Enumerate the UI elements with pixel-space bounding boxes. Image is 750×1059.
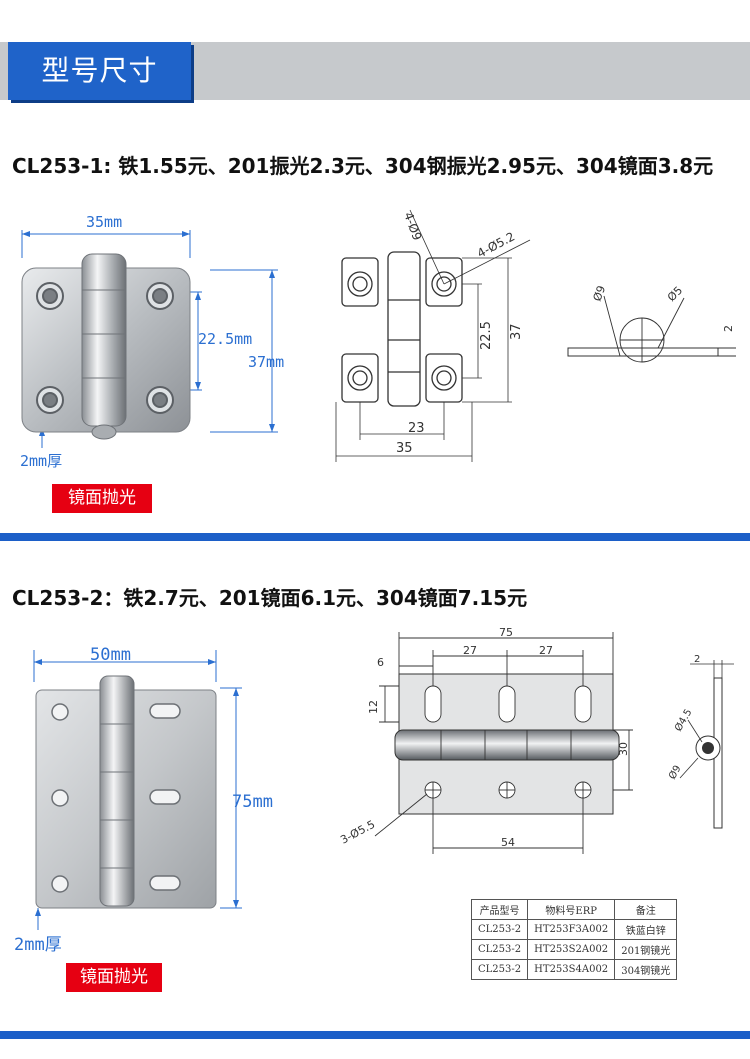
- dim-23: 23: [408, 421, 425, 436]
- table-cell: CL253-2: [470, 919, 529, 940]
- hinge1-drawing: 23 35 22.5 37 4-Ø9 4-Ø5.2: [335, 209, 531, 462]
- table-row: CL253-2 HT253F3A002 铁蓝白锌: [470, 919, 678, 940]
- table-cell: HT253F3A002: [527, 919, 616, 940]
- page-title: 型号尺寸: [41, 54, 158, 87]
- side-t2: 2: [694, 654, 700, 665]
- dim-height: 37mm: [248, 353, 285, 371]
- dim-54: 54: [501, 836, 515, 849]
- dim-22-5: 22.5: [479, 321, 494, 350]
- dim-width-2: 50mm: [90, 645, 131, 665]
- hole-detail: Ø9 Ø5 2: [567, 284, 736, 363]
- table-cell: 201钢镜光: [614, 939, 678, 960]
- dim-35: 35: [396, 441, 413, 456]
- table-cell: 304钢镜光: [614, 959, 678, 980]
- section2-title: CL253-2：铁2.7元、201镜面6.1元、304镜面7.15元: [12, 586, 528, 610]
- table-header: 备注: [614, 899, 678, 920]
- hinge2-photo: [33, 650, 242, 930]
- dim-holes-b: 4-Ø5.2: [475, 229, 517, 260]
- table-cell: CL253-2: [470, 959, 529, 980]
- dim-27b: 27: [539, 644, 553, 657]
- dim-12: 12: [367, 700, 380, 714]
- table-cell: 铁蓝白锌: [614, 919, 678, 940]
- hinge2-side-view: 2 Ø4.5 Ø9: [666, 654, 734, 829]
- table-cell: CL253-2: [470, 939, 529, 960]
- finish-badge: 镜面抛光: [52, 484, 152, 513]
- table-cell: HT253S4A002: [527, 959, 616, 980]
- dim-75: 75: [499, 626, 513, 639]
- dim-holes-a: 4-Ø9: [401, 210, 424, 242]
- dim-holes: 3-Ø5.5: [338, 818, 377, 847]
- finish-badge-2: 镜面抛光: [66, 963, 162, 992]
- dim-30: 30: [617, 742, 630, 756]
- detail-d9: Ø9: [591, 284, 609, 303]
- dim-hole-spacing: 22.5mm: [198, 330, 253, 348]
- dim-27a: 27: [463, 644, 477, 657]
- detail-t2: 2: [722, 325, 735, 332]
- mount-hole: [36, 282, 174, 414]
- dim-height-2: 75mm: [232, 792, 273, 812]
- table-row: CL253-2 HT253S4A002 304钢镜光: [470, 959, 678, 980]
- erp-table: 产品型号 物料号ERP 备注 CL253-2 HT253F3A002 铁蓝白锌 …: [470, 899, 678, 980]
- hinge2-drawing: 75 27 27 6 12 50 30 54 3-Ø5.5: [338, 626, 633, 854]
- table-header: 产品型号: [470, 899, 529, 920]
- dim-thickness-2: 2mm厚: [14, 935, 62, 955]
- dim-6: 6: [377, 656, 384, 669]
- table-header: 物料号ERP: [527, 899, 616, 920]
- section1-title: CL253-1: 铁1.55元、201振光2.3元、304钢振光2.95元、30…: [12, 154, 714, 178]
- header-tab: [8, 42, 191, 100]
- section-divider: [0, 533, 750, 541]
- table-row: CL253-2 HT253S2A002 201钢镜光: [470, 939, 678, 960]
- table-header-row: 产品型号 物料号ERP 备注: [470, 899, 678, 920]
- dim-37: 37: [509, 323, 524, 340]
- side-d9: Ø9: [666, 763, 684, 781]
- dim-thickness: 2mm厚: [20, 452, 63, 470]
- hinge1-photo: [21, 230, 278, 448]
- dim-width: 35mm: [86, 213, 123, 231]
- section-divider-bottom: [0, 1031, 750, 1039]
- table-cell: HT253S2A002: [527, 939, 616, 960]
- side-d45: Ø4.5: [672, 707, 694, 734]
